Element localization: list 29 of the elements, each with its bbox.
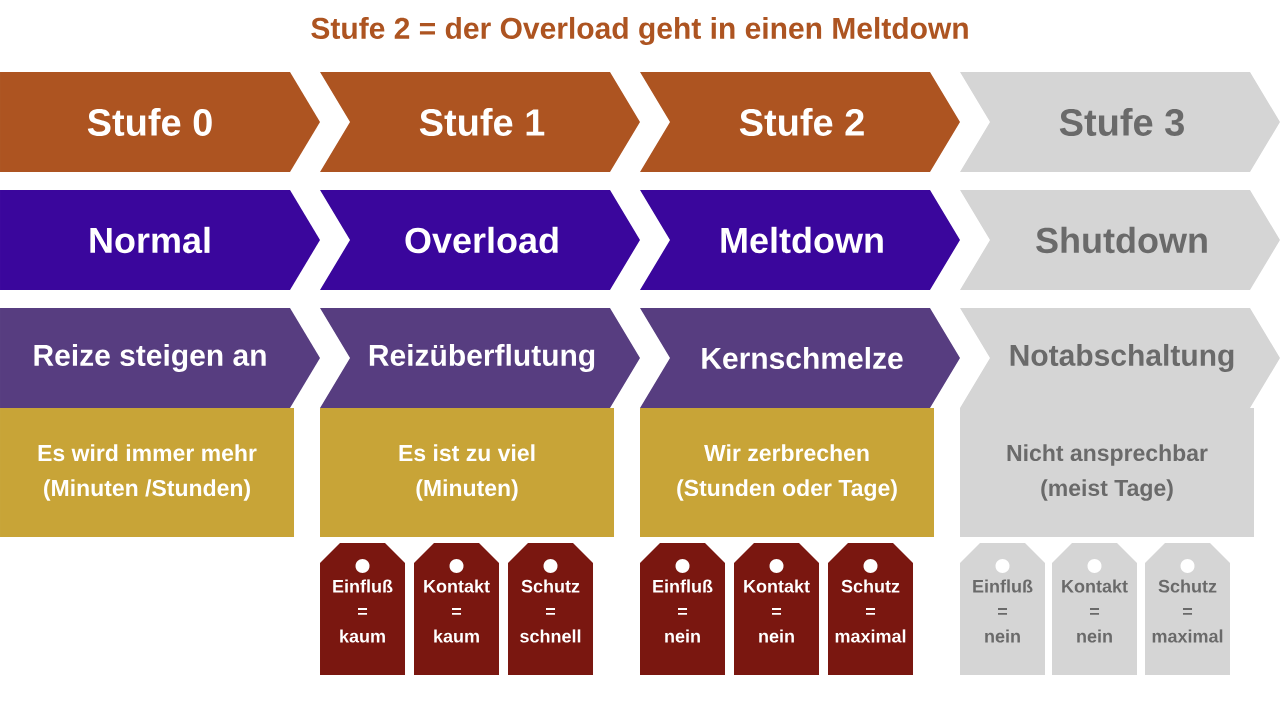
text-box: Nicht ansprechbar (meist Tage) [960, 408, 1254, 537]
step-banner: Reizüberflutung [320, 308, 640, 408]
step-banner: Normal [0, 190, 320, 290]
step-banner: Reize steigen an [0, 308, 320, 408]
hang-tag: Schutz = maximal [1145, 543, 1230, 675]
step-banner: Kernschmelze [640, 308, 960, 408]
hang-tag: Schutz = maximal [828, 543, 913, 675]
node-label: Notabschaltung [1010, 343, 1234, 373]
node-label: Nicht ansprechbar [1007, 444, 1208, 466]
title: Stufe 2 = der Overload geht in einen Meltdown [311, 16, 968, 46]
hang-tag: Kontakt = nein [734, 543, 819, 675]
hang-tag: Einfluß = nein [960, 543, 1045, 675]
hang-tag: Schutz = schnell [508, 543, 593, 675]
step-banner: Stufe 3 [960, 72, 1280, 172]
step-banner: Notabschaltung [960, 308, 1280, 408]
hang-tag: Kontakt = nein [1052, 543, 1137, 675]
hang-tag: Einfluß = kaum [320, 543, 405, 675]
text-box: Es wird immer mehr (Minuten /Stunden) [0, 408, 294, 537]
step-banner: Stufe 0 [0, 72, 320, 172]
step-banner: Stufe 2 [640, 72, 960, 172]
hang-tag: Kontakt = kaum [414, 543, 499, 675]
text-box: Wir zerbrechen (Stunden oder Tage) [640, 408, 934, 537]
step-banner: Shutdown [960, 190, 1280, 290]
step-banner: Meltdown [640, 190, 960, 290]
node-label: (meist Tage) [1041, 479, 1173, 501]
step-banner: Overload [320, 190, 640, 290]
step-banner: Stufe 1 [320, 72, 640, 172]
text-box: Es ist zu viel (Minuten) [320, 408, 614, 537]
hang-tag: Einfluß = nein [640, 543, 725, 675]
